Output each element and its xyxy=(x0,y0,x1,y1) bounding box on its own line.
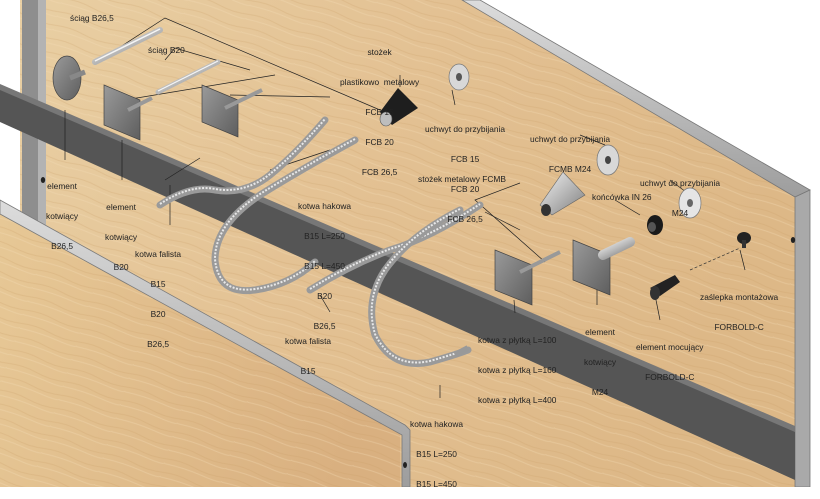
anchor-disc-stem xyxy=(69,69,86,81)
label-koncowka: końcówka IN 26 xyxy=(592,192,652,202)
label-sciag-b20: ściąg B20 xyxy=(148,45,185,55)
anchor-plate-small-pin xyxy=(224,88,263,110)
mount-fcmb-hole xyxy=(605,156,611,164)
anchor-plate-b20 xyxy=(103,84,141,141)
label-kotwa-falista-1: kotwa falista B15 B20 B26,5 xyxy=(135,249,182,349)
wavy-anchor-2-hl xyxy=(309,203,481,290)
mount-fcb-hole xyxy=(456,73,462,81)
frame-hole xyxy=(40,177,46,183)
label-uchwyt-fcmb: uchwyt do przybijania FCMB M24 xyxy=(530,134,611,174)
anchor-plate-b20-pin xyxy=(127,96,153,112)
tip-in26-ring xyxy=(648,222,656,232)
rod-b20-hl xyxy=(157,60,219,92)
front-panel-frame xyxy=(0,199,411,487)
front-panel-grain xyxy=(0,210,400,487)
rod-b20 xyxy=(155,59,221,95)
wavy-anchor-1-hl xyxy=(159,118,326,205)
anchor-plate-small xyxy=(201,84,239,138)
plate-anchor xyxy=(494,249,533,306)
label-zaslepka: zaślepka montażowa FORBOLD-C xyxy=(700,292,779,332)
frame-hole xyxy=(790,237,796,243)
plastic-cone-base xyxy=(379,111,393,127)
label-kotwa-plytka: kotwa z płytką L=100 kotwa z płytką L=16… xyxy=(478,335,557,405)
label-stozek-plast: stożek plastikowo metalowy FCB 15 FCB 20… xyxy=(340,47,420,177)
label-element-b265: element kotwiący B26,5 xyxy=(46,181,79,251)
mounting-cap xyxy=(737,232,751,244)
fixing-element-head xyxy=(650,286,660,300)
mount-m24-hole xyxy=(687,199,693,207)
anchor-disc-b265 xyxy=(52,55,82,101)
label-uchwyt-fcb: uchwyt do przybijania FCB 15 FCB 20 FCB … xyxy=(425,124,506,224)
metal-cone-tip xyxy=(541,204,551,216)
plate-anchor-pin xyxy=(519,250,561,274)
label-stozek-metal: stożek metalowy FCMB xyxy=(418,174,506,184)
hook-anchor-1-hl xyxy=(213,138,356,291)
label-uchwyt-m24: uchwyt do przybijania M24 xyxy=(640,178,721,218)
anchor-m24-barrel xyxy=(598,237,635,260)
rod-b265-hl xyxy=(94,28,161,62)
label-element-b20: element kotwiący B20 xyxy=(105,202,138,272)
label-element-m24: element kotwiący M24 xyxy=(584,327,617,397)
frame-right-edge xyxy=(794,189,811,487)
hook2-end xyxy=(453,345,470,358)
label-kotwa-hakowa-1: kotwa hakowa B15 L=250 B15 L=450 B20 B26… xyxy=(298,201,352,331)
mounting-cap-stem xyxy=(742,240,746,248)
label-element-mocujacy: element mocujący FORBOLD-C xyxy=(636,342,704,382)
label-sciag-b265: ściąg B26,5 xyxy=(70,13,114,23)
hook-anchor-2-hl xyxy=(370,208,469,364)
mounting-cap-dash xyxy=(689,247,741,271)
frame-hole xyxy=(403,462,407,468)
rod-b265 xyxy=(92,27,163,65)
label-kotwa-falista-2: kotwa falista B15 xyxy=(285,336,332,376)
assembly-diagram xyxy=(0,0,811,487)
label-kotwa-hakowa-2: kotwa hakowa B15 L=250 B15 L=450 xyxy=(410,419,464,489)
